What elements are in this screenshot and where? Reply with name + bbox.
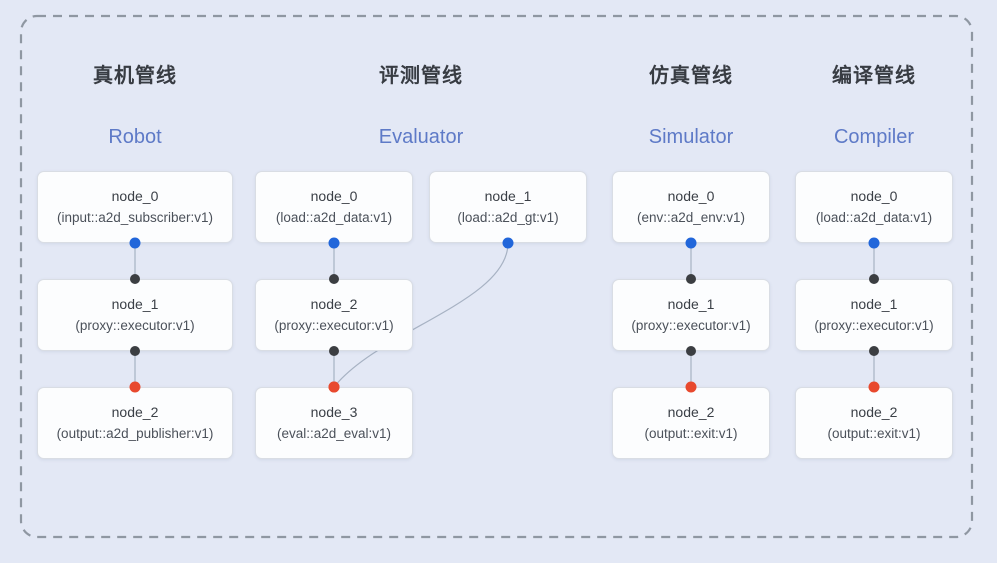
pipeline-title-simulator: 仿真管线 [649, 65, 733, 87]
node-name: node_0 [111, 188, 159, 204]
node-card-compiler-node_2: node_2(output::exit:v1) [795, 387, 953, 459]
pipeline-subtitle-robot: Robot [108, 126, 162, 148]
pipeline-subtitle-simulator: Simulator [648, 126, 734, 148]
pipeline-title-robot: 真机管线 [93, 65, 177, 87]
node-type: (output::exit:v1) [827, 426, 921, 441]
node-card-robot-node_2: node_2(output::a2d_publisher:v1) [37, 387, 233, 459]
node-card-compiler-node_1: node_1(proxy::executor:v1) [795, 279, 953, 351]
node-type: (load::a2d_data:v1) [275, 210, 393, 225]
node-card-evaluator-node_3: node_3(eval::a2d_eval:v1) [255, 387, 413, 459]
node-name: node_1 [111, 296, 159, 312]
node-name: node_0 [310, 188, 358, 204]
node-name: node_0 [850, 188, 898, 204]
pipeline-title-evaluator: 评测管线 [379, 65, 463, 87]
node-type: (env::a2d_env:v1) [636, 210, 746, 225]
node-name: node_2 [667, 404, 715, 420]
node-type: (output::exit:v1) [644, 426, 738, 441]
node-name: node_1 [484, 188, 532, 204]
pipeline-title-compiler: 编译管线 [832, 65, 916, 87]
node-type: (proxy::executor:v1) [75, 318, 195, 333]
node-type: (proxy::executor:v1) [631, 318, 751, 333]
node-name: node_2 [850, 404, 898, 420]
node-name: node_3 [310, 404, 358, 420]
pipeline-subtitle-evaluator: Evaluator [378, 126, 464, 148]
node-name: node_2 [310, 296, 358, 312]
node-type: (output::a2d_publisher:v1) [56, 426, 214, 441]
node-name: node_2 [111, 404, 159, 420]
node-name: node_0 [667, 188, 715, 204]
node-type: (input::a2d_subscriber:v1) [56, 210, 214, 225]
node-card-evaluator-node_0: node_0(load::a2d_data:v1) [255, 171, 413, 243]
node-card-simulator-node_0: node_0(env::a2d_env:v1) [612, 171, 770, 243]
node-type: (eval::a2d_eval:v1) [276, 426, 392, 441]
node-type: (load::a2d_data:v1) [815, 210, 933, 225]
node-name: node_1 [850, 296, 898, 312]
pipeline-subtitle-compiler: Compiler [833, 126, 915, 148]
node-type: (load::a2d_gt:v1) [457, 210, 559, 225]
node-name: node_1 [667, 296, 715, 312]
node-card-evaluator-node_1: node_1(load::a2d_gt:v1) [429, 171, 587, 243]
node-card-compiler-node_0: node_0(load::a2d_data:v1) [795, 171, 953, 243]
node-card-simulator-node_2: node_2(output::exit:v1) [612, 387, 770, 459]
node-type: (proxy::executor:v1) [814, 318, 934, 333]
node-card-simulator-node_1: node_1(proxy::executor:v1) [612, 279, 770, 351]
node-card-robot-node_0: node_0(input::a2d_subscriber:v1) [37, 171, 233, 243]
node-type: (proxy::executor:v1) [274, 318, 394, 333]
node-card-robot-node_1: node_1(proxy::executor:v1) [37, 279, 233, 351]
node-card-evaluator-node_2: node_2(proxy::executor:v1) [255, 279, 413, 351]
